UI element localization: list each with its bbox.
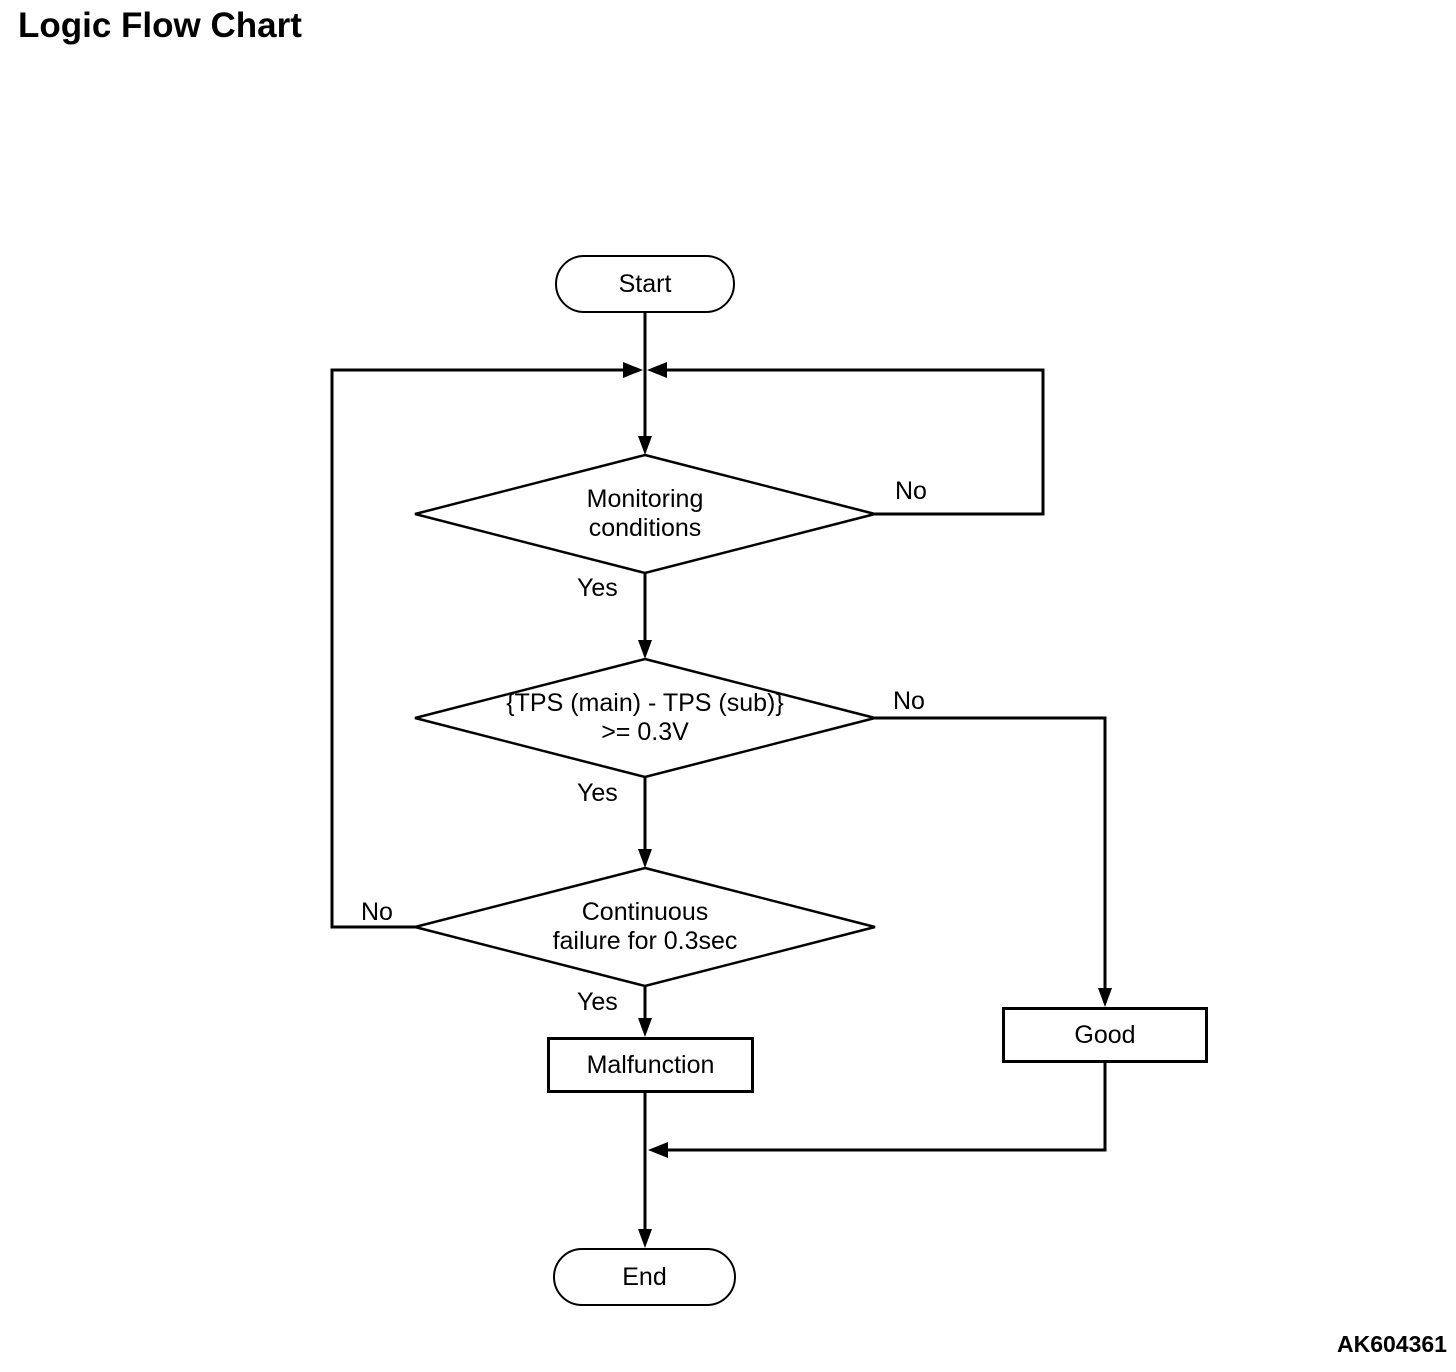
label-monitoring-yes: Yes xyxy=(577,574,618,602)
decision-monitoring-shape xyxy=(414,453,876,575)
arrowhead-into-malfunction xyxy=(638,1018,652,1037)
start-label: Start xyxy=(618,269,672,298)
decision-continuous-line2: failure for 0.3sec xyxy=(552,927,738,955)
arrowhead-into-monitoring xyxy=(638,436,652,455)
arrowhead-merge-left xyxy=(648,1142,668,1158)
edge-tps-no xyxy=(875,716,1107,1002)
edge-monitoring-no-loop xyxy=(652,368,1045,516)
label-continuous-no: No xyxy=(361,898,393,926)
end-terminator: End xyxy=(553,1248,736,1306)
arrowhead-junction-right xyxy=(647,362,667,378)
decision-continuous-line1: Continuous xyxy=(581,898,709,926)
edge-good-to-merge xyxy=(652,1062,1107,1152)
decision-tps-line1: {TPS (main) - TPS (sub)} xyxy=(506,689,784,717)
start-terminator: Start xyxy=(555,255,735,313)
decision-tps-label: {TPS (main) - TPS (sub)} >= 0.3V xyxy=(506,689,783,747)
malfunction-process-box: Malfunction xyxy=(547,1037,754,1093)
malfunction-label: Malfunction xyxy=(586,1050,715,1079)
page-title: Logic Flow Chart xyxy=(18,6,302,45)
decision-monitoring-line2: conditions xyxy=(588,514,702,542)
decision-continuous-shape xyxy=(414,866,876,988)
arrowhead-junction-left xyxy=(623,362,643,378)
good-process-box: Good xyxy=(1002,1007,1208,1063)
decision-tps-line2: >= 0.3V xyxy=(601,718,689,746)
label-continuous-yes: Yes xyxy=(577,988,618,1016)
decision-continuous-label: Continuous failure for 0.3sec xyxy=(553,898,738,956)
label-tps-yes: Yes xyxy=(577,779,618,807)
good-label: Good xyxy=(1074,1020,1136,1049)
arrowhead-into-end xyxy=(638,1229,652,1248)
decision-monitoring-line1: Monitoring xyxy=(586,485,704,513)
label-tps-no: No xyxy=(893,687,925,715)
decision-monitoring-label: Monitoring conditions xyxy=(587,485,704,543)
arrowhead-into-good xyxy=(1098,988,1112,1007)
label-monitoring-no: No xyxy=(895,477,927,505)
arrowhead-into-continuous xyxy=(638,849,652,868)
end-label: End xyxy=(622,1262,667,1291)
decision-tps-shape xyxy=(414,657,876,779)
edge-continuous-no-loop xyxy=(330,368,638,929)
figure-code: AK604361 xyxy=(1337,1331,1447,1357)
arrowhead-into-tps xyxy=(638,640,652,659)
